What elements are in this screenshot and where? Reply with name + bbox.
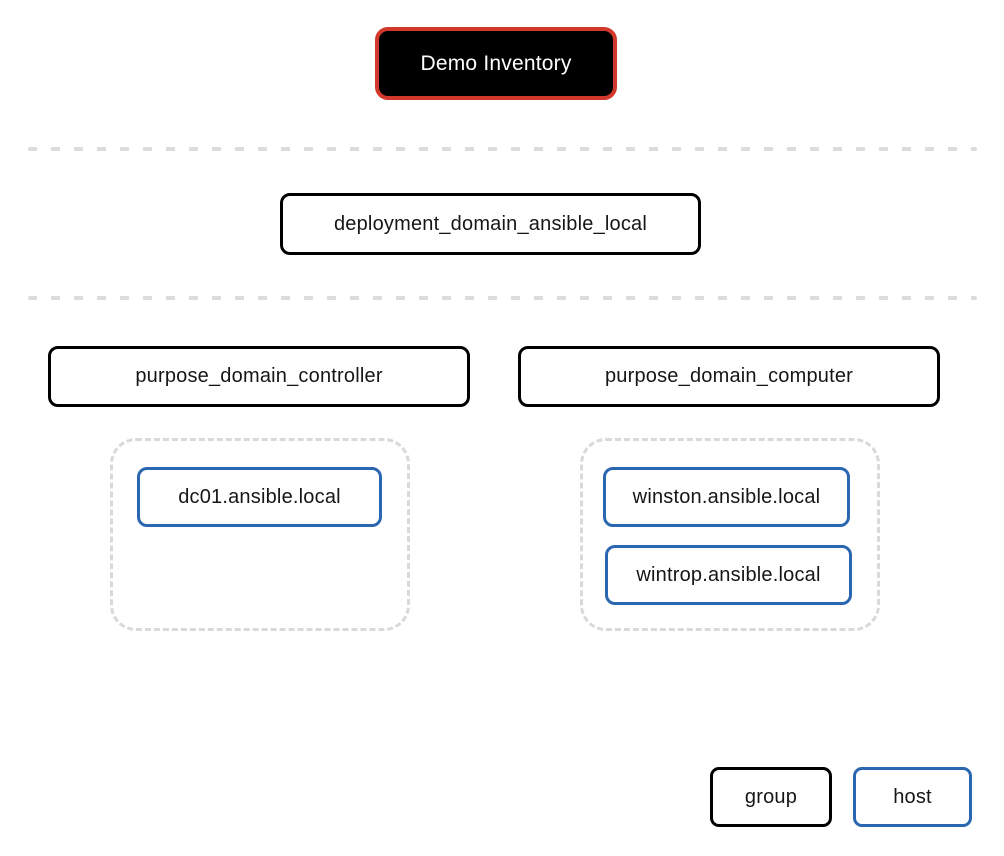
- group-node-purpose-domain-controller: purpose_domain_controller: [48, 346, 470, 407]
- inventory-root-node: Demo Inventory: [375, 27, 617, 100]
- host-node-winston: winston.ansible.local: [603, 467, 850, 527]
- level-separator-top: [28, 147, 977, 151]
- host-node-dc01: dc01.ansible.local: [137, 467, 382, 527]
- group-node-purpose-domain-computer: purpose_domain_computer: [518, 346, 940, 407]
- legend-group-node: group: [710, 767, 832, 827]
- host-container-controller: [110, 438, 410, 631]
- legend-host-node: host: [853, 767, 972, 827]
- group-node-deployment-domain: deployment_domain_ansible_local: [280, 193, 701, 255]
- host-node-wintrop: wintrop.ansible.local: [605, 545, 852, 605]
- host-container-computer: [580, 438, 880, 631]
- level-separator-bottom: [28, 296, 977, 300]
